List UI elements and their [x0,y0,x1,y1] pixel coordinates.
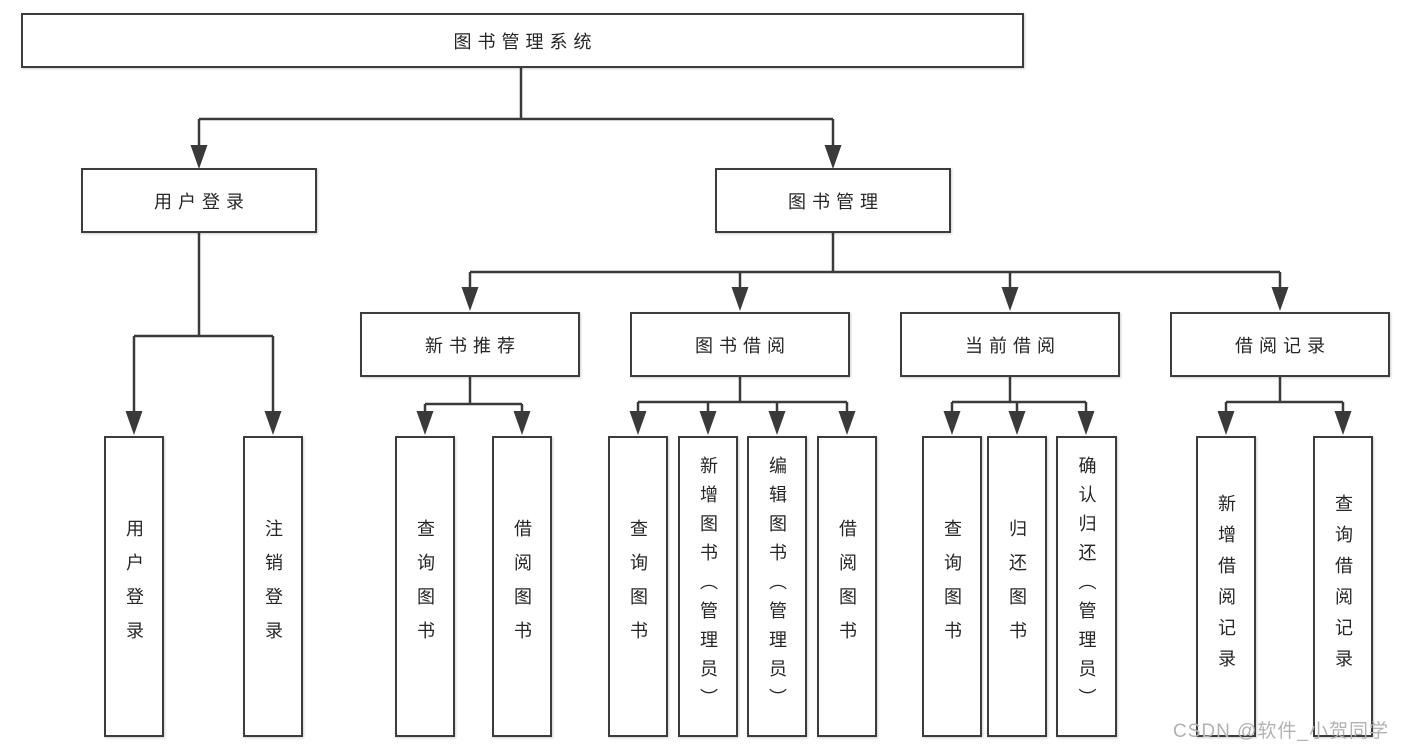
node-book-borrow: 图书借阅 [630,312,850,377]
leaf-current-query-books: 查询图书 [922,436,982,737]
leaf-borrow-query-books: 查询图书 [608,436,668,737]
leaf-borrow-borrow-books: 借阅图书 [817,436,877,737]
node-user-login: 用户登录 [81,168,317,233]
node-new-book-recommend: 新书推荐 [360,312,580,377]
node-borrow-records: 借阅记录 [1170,312,1390,377]
leaf-logout: 注销登录 [243,436,303,737]
connector-segments [132,68,1345,413]
leaf-newbooks-borrow-books: 借阅图书 [492,436,552,737]
node-current-borrow: 当前借阅 [900,312,1120,377]
connector-arrowheads [125,145,1352,435]
leaf-confirm-return-admin: 确认归还（管理员） [1056,436,1117,737]
node-root: 图书管理系统 [21,13,1024,68]
leaf-add-books-admin: 新增图书（管理员） [678,436,738,737]
leaf-query-borrow-record: 查询借阅记录 [1313,436,1373,737]
leaf-edit-books-admin: 编辑图书（管理员） [747,436,807,737]
leaf-user-login: 用户登录 [104,436,164,737]
leaf-add-borrow-record: 新增借阅记录 [1196,436,1256,737]
watermark: CSDN @软件_小贺同学 [1173,721,1389,742]
node-book-management: 图书管理 [715,168,951,233]
leaf-newbooks-query-books: 查询图书 [395,436,455,737]
leaf-return-books: 归还图书 [987,436,1047,737]
